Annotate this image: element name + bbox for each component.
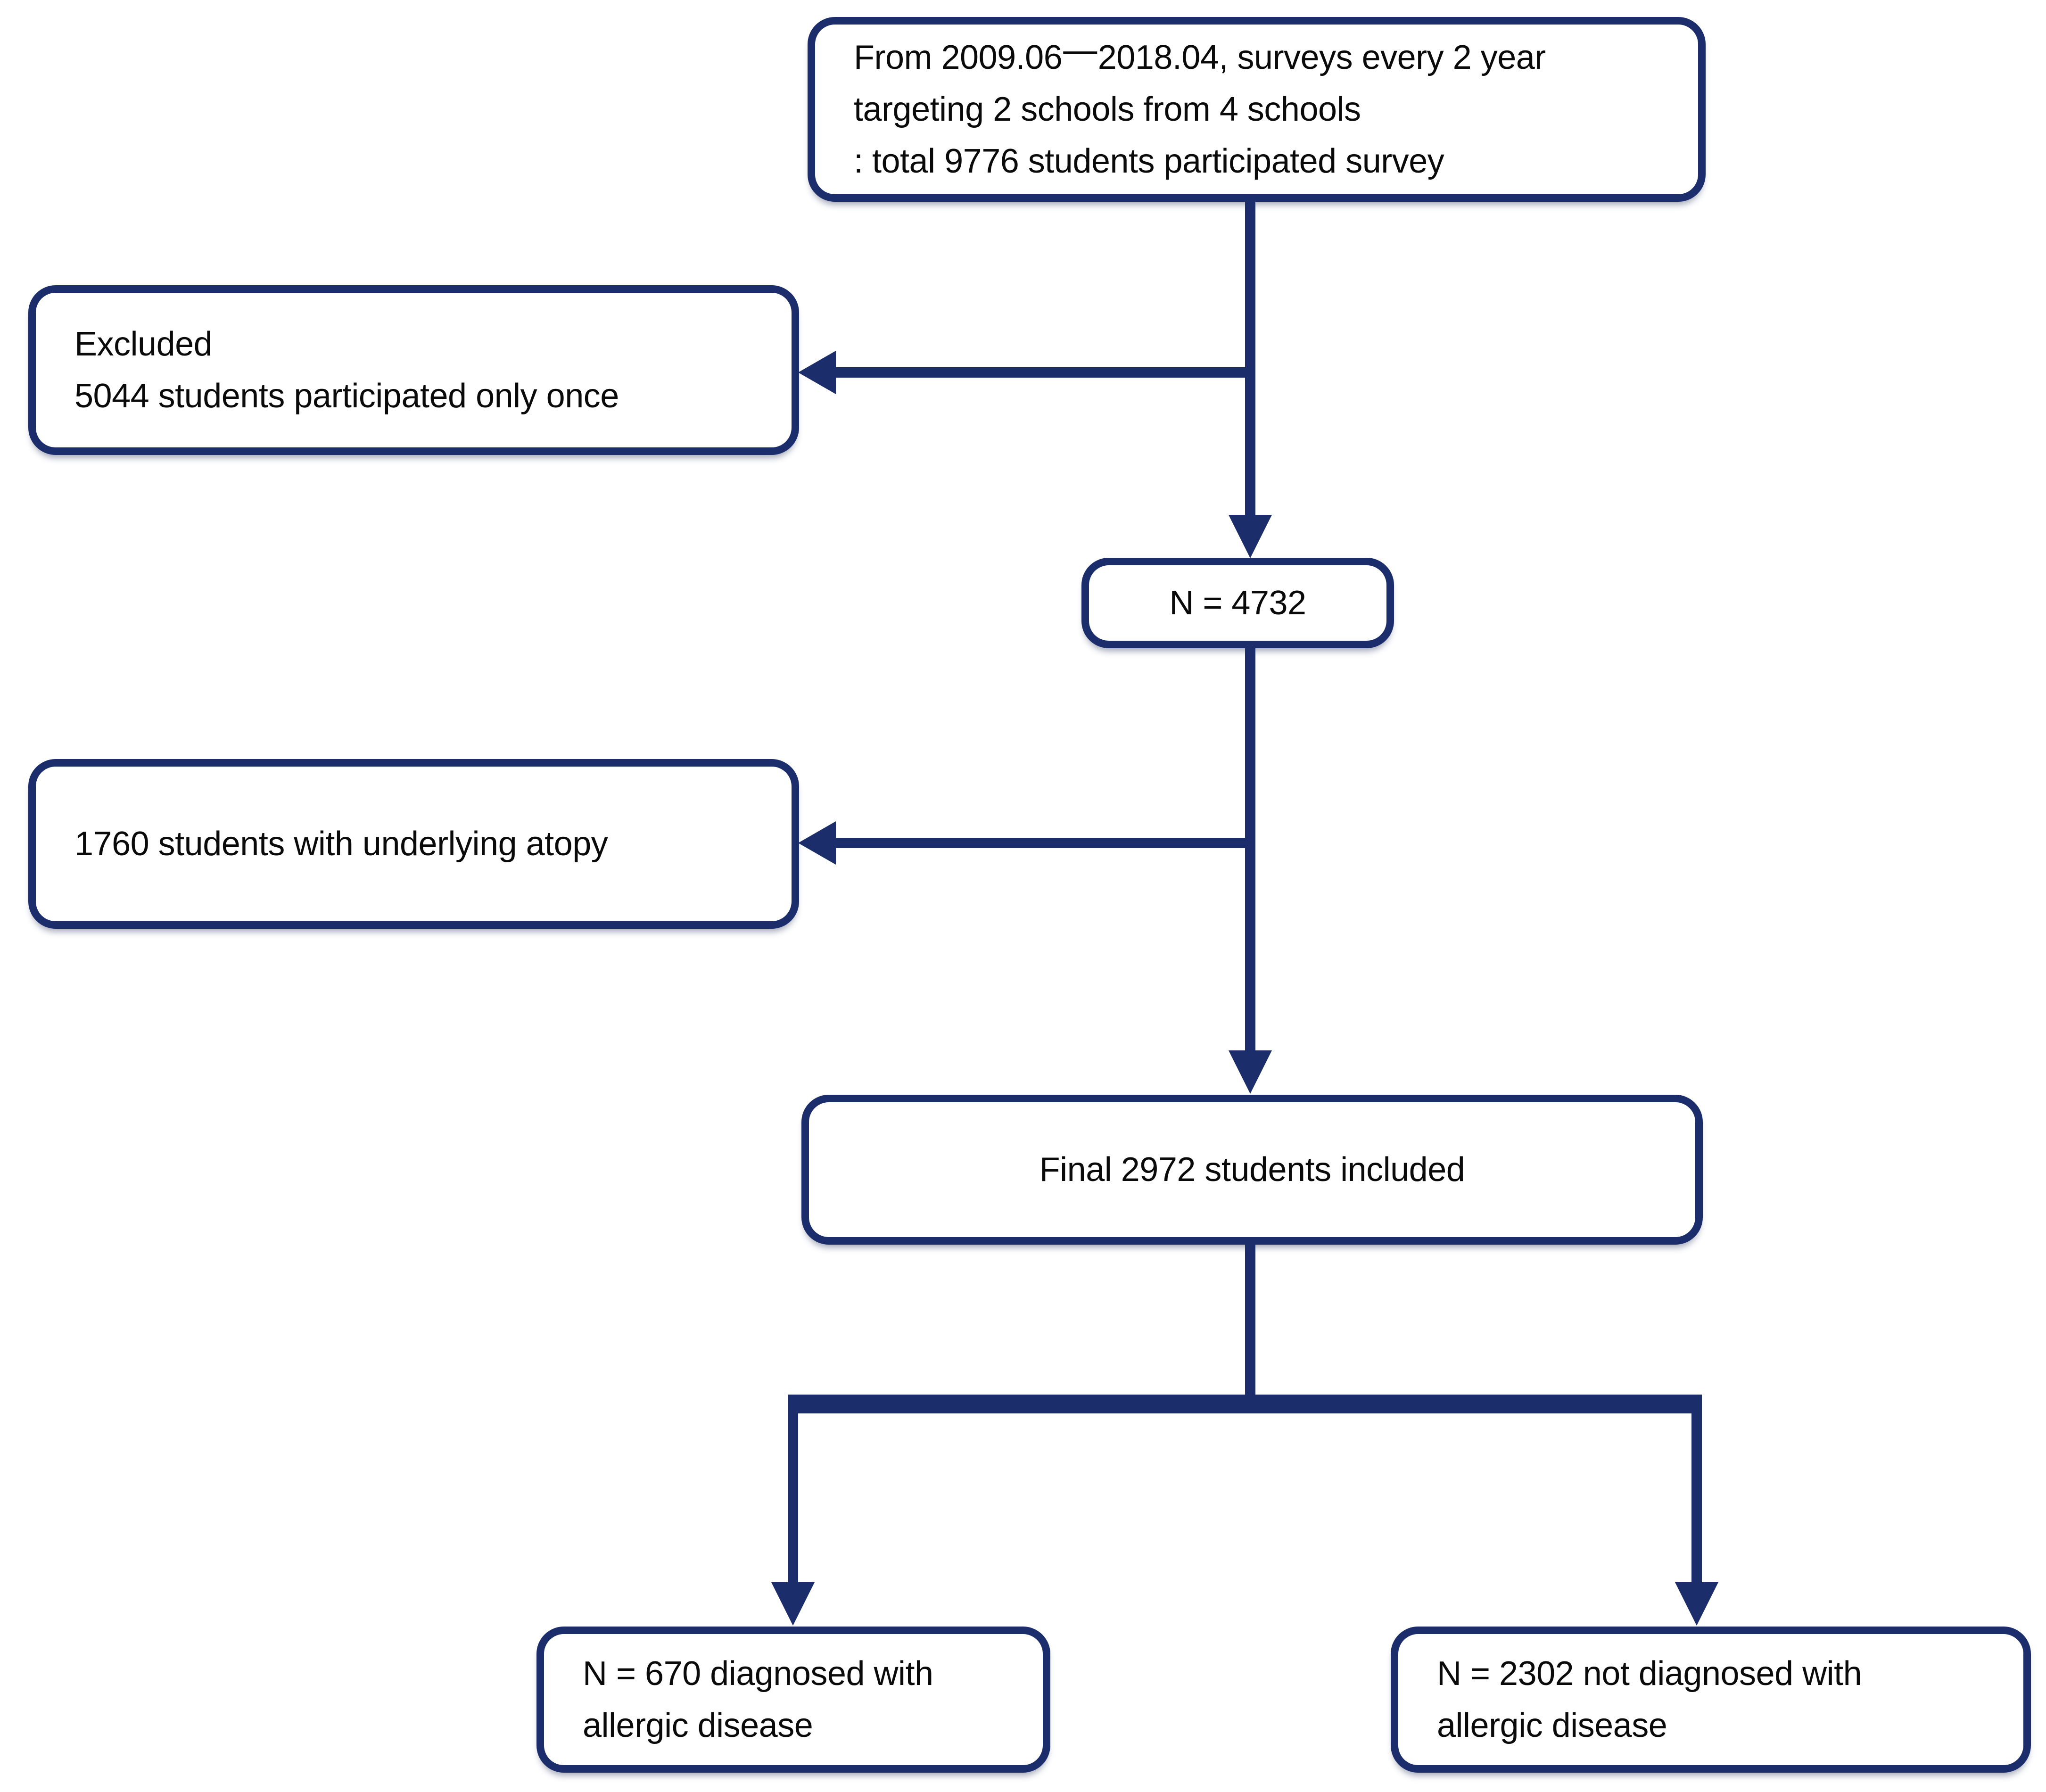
atopy-text: 1760 students with underlying atopy bbox=[74, 825, 608, 863]
arrowhead-down-non-allergic-icon bbox=[1675, 1582, 1718, 1626]
connector-branch-excluded bbox=[832, 367, 1255, 378]
arrowhead-down-n4732-icon bbox=[1229, 515, 1272, 558]
connector-survey-to-n4732 bbox=[1245, 201, 1255, 516]
allergic-line-2: allergic disease bbox=[583, 1707, 813, 1744]
survey-line-3: : total 9776 students participated surve… bbox=[854, 142, 1444, 180]
arrowhead-down-allergic-icon bbox=[771, 1582, 815, 1626]
connector-n4732-to-final bbox=[1245, 648, 1255, 1051]
connector-split-to-non-allergic bbox=[1691, 1412, 1702, 1583]
connector-final-to-split bbox=[1245, 1245, 1255, 1400]
flow-box-final: Final 2972 students included bbox=[801, 1095, 1703, 1245]
excluded-line-2: 5044 students participated only once bbox=[74, 377, 619, 415]
excluded-line-1: Excluded bbox=[74, 325, 213, 363]
flow-box-atopy: 1760 students with underlying atopy bbox=[28, 759, 799, 929]
allergic-line-1: N = 670 diagnosed with bbox=[583, 1655, 933, 1693]
final-text: Final 2972 students included bbox=[1039, 1151, 1465, 1189]
flow-box-excluded: Excluded 5044 students participated only… bbox=[28, 285, 799, 455]
flow-box-allergic: N = 670 diagnosed with allergic disease bbox=[536, 1627, 1050, 1773]
arrowhead-left-excluded-icon bbox=[798, 351, 836, 394]
n4732-text: N = 4732 bbox=[1169, 584, 1306, 622]
arrowhead-down-final-icon bbox=[1229, 1050, 1272, 1094]
arrowhead-left-atopy-icon bbox=[798, 821, 836, 865]
survey-line-2: targeting 2 schools from 4 schools bbox=[854, 91, 1361, 128]
survey-line-1-post: 2018.04, surveys every 2 year bbox=[1097, 39, 1546, 76]
flow-box-n4732: N = 4732 bbox=[1081, 558, 1394, 648]
connector-branch-atopy bbox=[832, 838, 1255, 848]
flow-box-survey: From 2009.06—2018.04, surveys every 2 ye… bbox=[808, 17, 1706, 202]
flow-box-non-allergic: N = 2302 not diagnosed with allergic dis… bbox=[1391, 1627, 2031, 1773]
connector-split-to-allergic bbox=[788, 1412, 798, 1583]
non-allergic-line-1: N = 2302 not diagnosed with bbox=[1437, 1655, 1862, 1693]
non-allergic-line-2: allergic disease bbox=[1437, 1707, 1667, 1744]
connector-split-bar bbox=[788, 1395, 1702, 1413]
survey-line-1: From 2009.06—2018.04, surveys every 2 ye… bbox=[854, 31, 1698, 83]
date-range-dash: — bbox=[1063, 31, 1097, 69]
survey-line-1-pre: From 2009.06 bbox=[854, 39, 1063, 76]
